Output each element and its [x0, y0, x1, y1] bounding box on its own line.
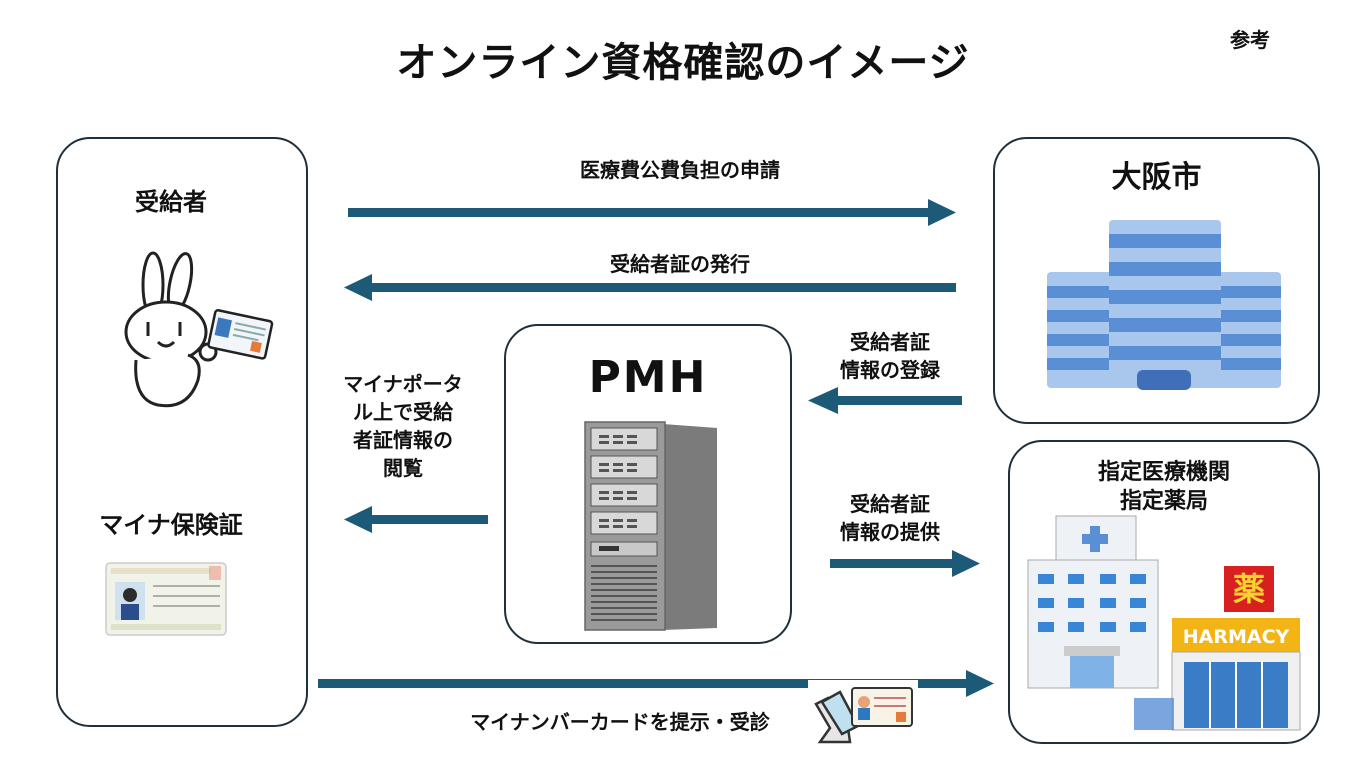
reference-label: 参考: [1230, 28, 1270, 52]
rabbit-mascot-icon: [124, 251, 274, 408]
edge-label-register-1: 受給者証: [850, 330, 930, 354]
card-reader-icon: [808, 680, 918, 752]
edge-label-portal-3: 者証情報の: [353, 428, 453, 452]
edge-label-portal-4: 閲覧: [383, 456, 423, 480]
hospital-pharmacy-icon: 薬 HARMACY: [1027, 515, 1301, 731]
city-building-icon: [1047, 220, 1281, 390]
pharmacy-sign-kanji: 薬: [1233, 570, 1265, 608]
pharmacy-sign-text: HARMACY: [1183, 626, 1290, 648]
edge-label-present: マイナンバーカードを提示・受診: [470, 710, 770, 734]
edge-label-provide-1: 受給者証: [850, 492, 930, 516]
mynahoken-label: マイナ保険証: [99, 511, 243, 539]
city-label: 大阪市: [1111, 160, 1202, 195]
edge-label-portal-1: マイナポータ: [343, 372, 463, 396]
recipient-label: 受給者: [135, 188, 207, 216]
edge-label-portal-2: ル上で受給: [353, 400, 453, 424]
myna-card-icon: [105, 562, 227, 636]
edge-label-application: 医療費公費負担の申請: [580, 158, 780, 182]
pmh-label: PMH: [588, 352, 708, 403]
page-title: オンライン資格確認のイメージ: [396, 40, 970, 86]
edge-label-provide-2: 情報の提供: [840, 520, 940, 544]
medical-label-2: 指定薬局: [1119, 489, 1208, 514]
server-icon: [584, 421, 717, 631]
medical-label-1: 指定医療機関: [1097, 460, 1230, 485]
edge-label-register-2: 情報の登録: [840, 358, 940, 382]
edge-label-issue: 受給者証の発行: [610, 252, 750, 276]
